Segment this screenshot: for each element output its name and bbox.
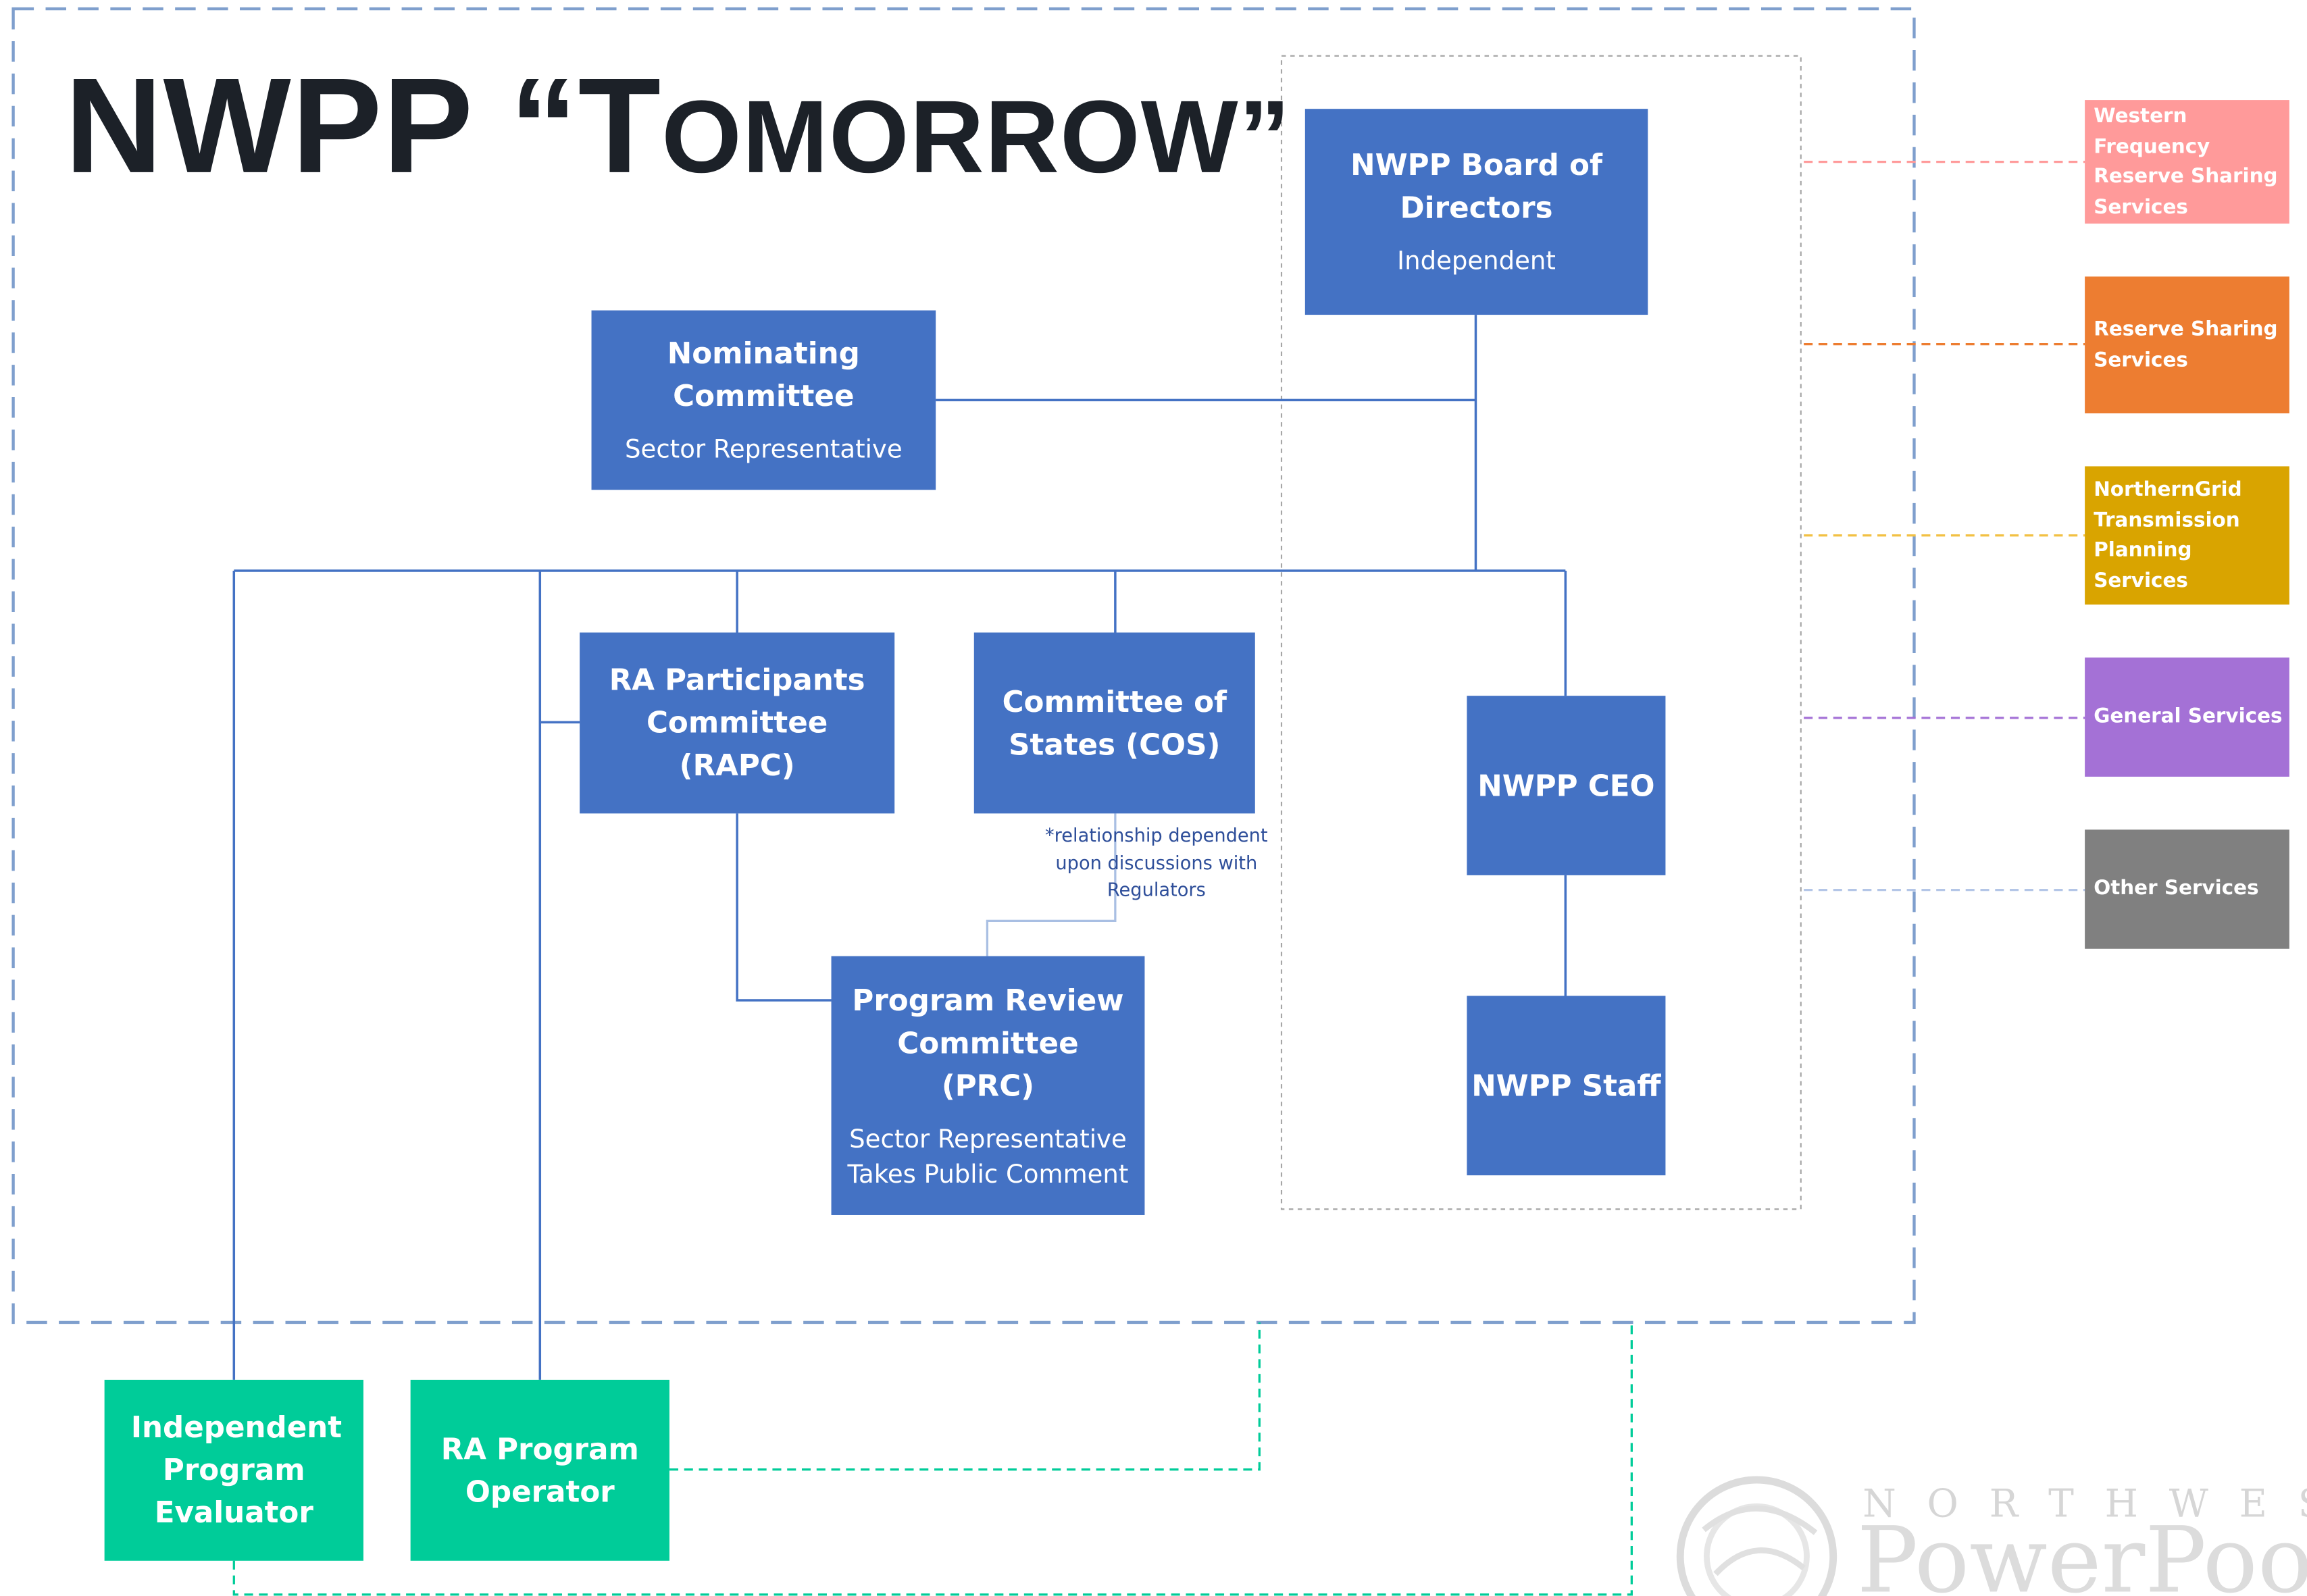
service-label: Other Services	[2094, 877, 2259, 901]
logo-emblem-icon	[1676, 1476, 1837, 1596]
cos-box: Committee of States (COS)	[973, 632, 1255, 814]
ra-program-operator-box: RA Program Operator	[410, 1379, 669, 1561]
cos-to-prc	[986, 813, 1117, 956]
prc-box: Program Review Committee (PRC) Sector Re…	[831, 956, 1145, 1215]
evaluator-title: Independent Program Evaluator	[130, 1409, 343, 1530]
rapc-box: RA Participants Committee (RAPC)	[580, 632, 895, 814]
rapc-to-prc	[736, 813, 832, 1002]
staff-title: NWPP Staff	[1471, 1067, 1661, 1103]
board-of-directors-box: NWPP Board of Directors Independent	[1304, 109, 1648, 315]
prc-subtitle-2: Takes Public Comment	[847, 1160, 1129, 1189]
ceo-title: NWPP CEO	[1477, 767, 1655, 803]
page-title: NWPP “TOMORROW”	[64, 51, 1291, 202]
nominating-subtitle: Sector Representative	[625, 435, 903, 465]
prc-subtitle-1: Sector Representative	[849, 1125, 1127, 1154]
service-northerngrid: NorthernGrid Transmission Planning Servi…	[2085, 466, 2289, 605]
nominating-committee-box: Nominating Committee Sector Representati…	[591, 310, 936, 490]
executive-boundary	[1280, 55, 1802, 1210]
operator-green-link	[669, 1322, 1261, 1471]
operator-title: RA Program Operator	[440, 1431, 639, 1509]
cos-relationship-note: *relationship dependent upon discussions…	[1045, 823, 1268, 900]
service-label: General Services	[2094, 704, 2283, 729]
staff-box: NWPP Staff	[1467, 996, 1666, 1176]
rapc-title: RA Participants Committee (RAPC)	[609, 662, 865, 783]
board-title: NWPP Board of Directors	[1350, 147, 1602, 226]
logo-text-top: NORTHWEST	[1862, 1483, 2307, 1527]
northwest-powerpool-logo: NORTHWEST PowerPool	[1674, 1471, 2307, 1596]
cos-title: Committee of States (COS)	[1002, 683, 1227, 762]
prc-title: Program Review Committee (PRC)	[852, 981, 1124, 1103]
service-reserve-sharing: Reserve Sharing Services	[2085, 276, 2289, 413]
service-label: Western Frequency Reserve Sharing Servic…	[2094, 104, 2278, 219]
logo-text-bottom: PowerPool	[1856, 1506, 2307, 1596]
ceo-box: NWPP CEO	[1467, 696, 1666, 875]
nominating-title: Nominating Committee	[667, 335, 860, 413]
service-label: NorthernGrid Transmission Planning Servi…	[2094, 478, 2242, 592]
service-label: Reserve Sharing Services	[2094, 317, 2278, 371]
service-general: General Services	[2085, 657, 2289, 777]
board-subtitle: Independent	[1397, 247, 1556, 277]
nwpp-boundary	[11, 7, 1916, 1324]
independent-evaluator-box: Independent Program Evaluator	[104, 1379, 363, 1561]
service-other: Other Services	[2085, 829, 2289, 949]
evaluator-green-link	[232, 1322, 1633, 1596]
service-western-frequency: Western Frequency Reserve Sharing Servic…	[2085, 100, 2289, 224]
